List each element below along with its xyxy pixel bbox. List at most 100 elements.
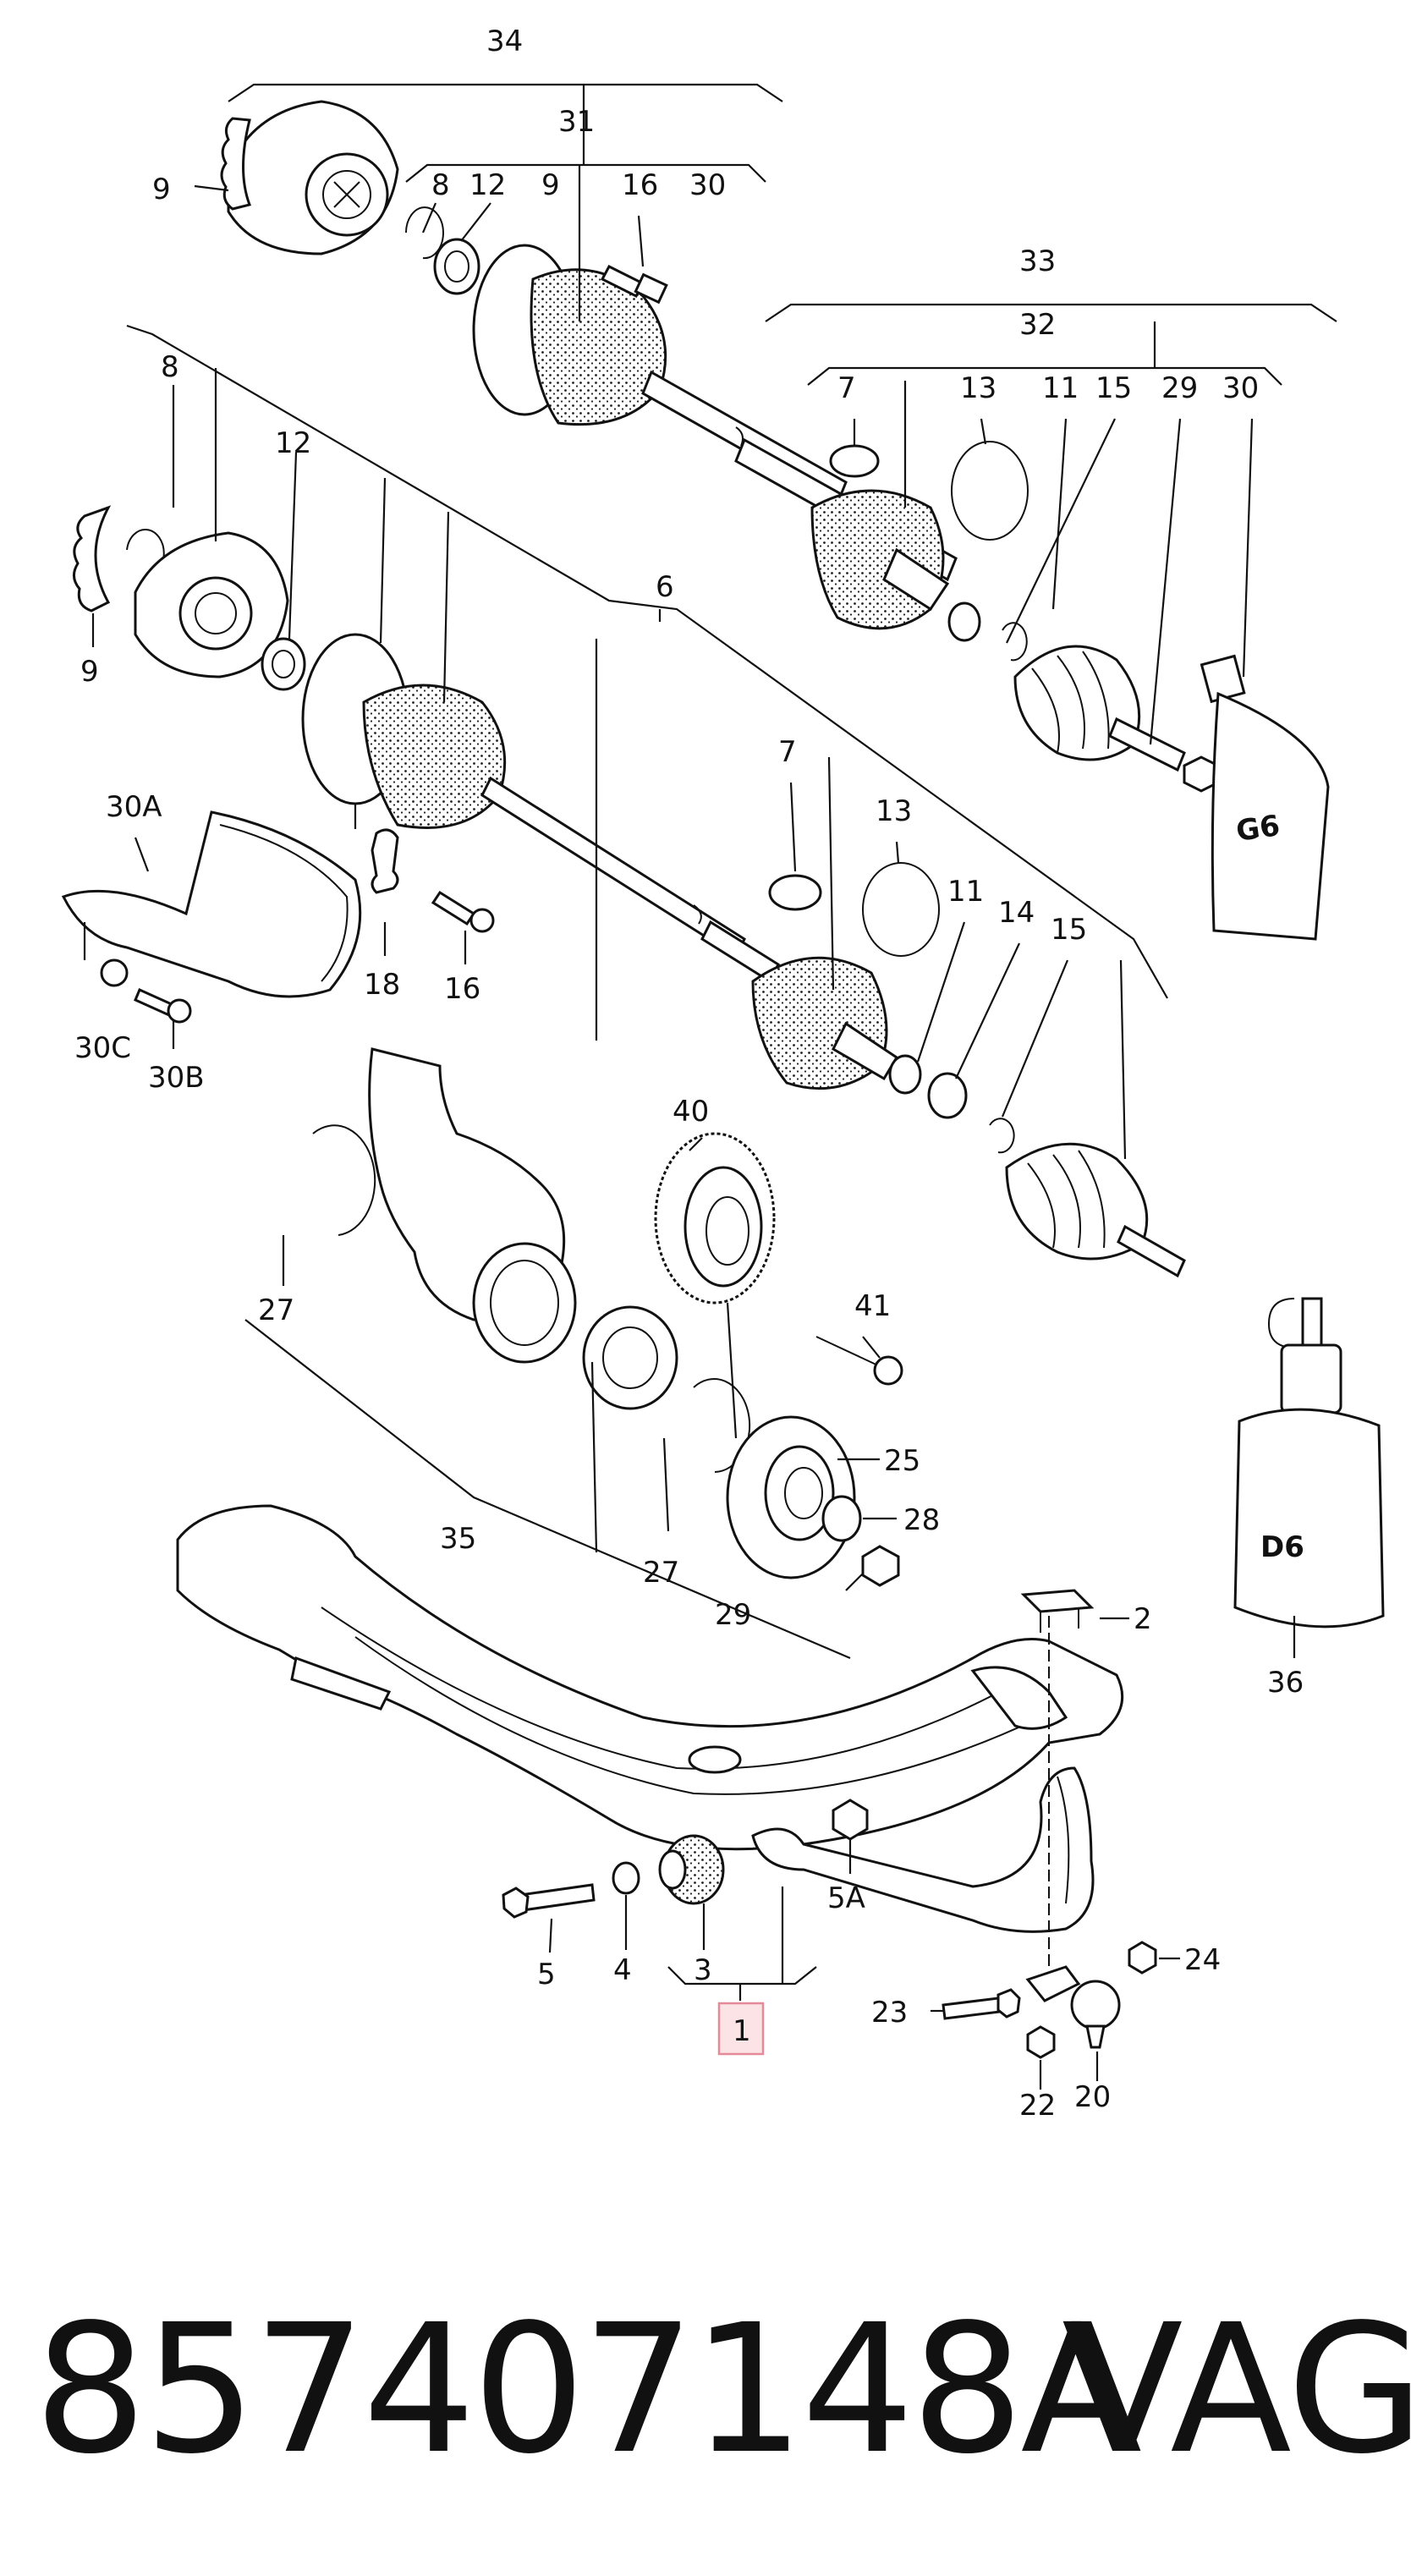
bolt-5 <box>502 1883 596 1919</box>
label-24: 24 <box>1184 1943 1221 1977</box>
label-9-mid: 9 <box>541 168 560 202</box>
circlip-8-upper <box>405 206 444 260</box>
label-29-lower: 29 <box>715 1598 751 1632</box>
label-29-upper: 29 <box>1161 371 1198 405</box>
heat-shield-30A <box>61 810 362 998</box>
label-32: 32 <box>1019 308 1056 342</box>
label-7-upper: 7 <box>837 371 856 405</box>
label-23: 23 <box>871 1996 908 2029</box>
oil-bottle-label: D6 <box>1260 1530 1304 1564</box>
nut-22 <box>1026 2025 1056 2059</box>
label-25: 25 <box>884 1444 920 1478</box>
label-41: 41 <box>854 1289 891 1323</box>
boot-lower-inner <box>362 684 507 829</box>
label-40: 40 <box>673 1095 709 1129</box>
grease-tube: G6 <box>1200 654 1330 941</box>
part-number: 857407148A <box>34 2286 1142 2493</box>
bearing <box>582 1305 678 1410</box>
circlip-27-left <box>312 1124 376 1236</box>
bracket-18 <box>371 828 399 894</box>
gasket-9-lower <box>73 505 112 612</box>
label-12-lower: 12 <box>275 426 311 460</box>
label-22: 22 <box>1019 2089 1056 2123</box>
label-8-upper: 8 <box>431 168 450 202</box>
label-30C: 30C <box>74 1031 131 1065</box>
callout-labels: 34 9 31 8 12 9 16 30 33 32 7 13 11 15 29… <box>74 25 1304 2123</box>
label-30-upper: 30 <box>689 168 726 202</box>
bolt-23 <box>942 1988 1021 2020</box>
footer: 857407148A VAG <box>0 2200 1411 2555</box>
abs-ring-40 <box>654 1132 776 1304</box>
label-14: 14 <box>998 896 1035 930</box>
wheel-hub-25 <box>726 1415 856 1579</box>
ball-joint-20 <box>1025 1965 1121 2049</box>
label-12-upper: 12 <box>469 168 506 202</box>
label-16-lower: 16 <box>444 972 480 1006</box>
label-5: 5 <box>537 1958 556 1991</box>
lower-drive-shaft <box>61 505 1186 1278</box>
wheel-bearing-housing <box>312 1047 903 1587</box>
nut-5A <box>832 1799 869 1841</box>
label-34: 34 <box>486 25 523 58</box>
bolt-30B <box>134 987 192 1024</box>
upper-drive-shaft: G6 <box>220 100 1330 941</box>
label-31: 31 <box>558 105 595 139</box>
bolt-16-upper <box>600 265 668 305</box>
label-15-lower: 15 <box>1051 913 1087 947</box>
highlight-box-part-1 <box>717 2002 765 2056</box>
label-30-right: 30 <box>1222 371 1259 405</box>
ring-14 <box>927 1072 968 1119</box>
oil-bottle: D6 <box>1233 1297 1385 1629</box>
label-27-right: 27 <box>643 1556 679 1590</box>
washer-4 <box>612 1861 640 1895</box>
label-30A: 30A <box>106 790 162 824</box>
circlip-15-upper <box>1002 622 1028 662</box>
clamp-7-upper <box>829 444 880 478</box>
circlip-11-upper <box>947 601 981 642</box>
screw-41 <box>815 1336 903 1386</box>
label-15-upper: 15 <box>1095 371 1132 405</box>
label-1: 1 <box>733 2014 751 2048</box>
label-4: 4 <box>613 1953 632 1987</box>
clamp-13-lower <box>862 862 940 957</box>
label-13-upper: 13 <box>960 371 996 405</box>
label-20: 20 <box>1074 2080 1111 2114</box>
label-18: 18 <box>364 968 400 1002</box>
label-11-upper: 11 <box>1042 371 1079 405</box>
bracket-2 <box>1020 1589 1095 1971</box>
clamp-7-lower <box>768 874 822 911</box>
label-27-left: 27 <box>258 1293 294 1327</box>
label-35: 35 <box>440 1522 476 1556</box>
label-8-lower: 8 <box>161 350 179 384</box>
label-36: 36 <box>1267 1666 1304 1700</box>
parts-diagram: G6 <box>61 25 1385 2123</box>
circlip-11-lower <box>888 1054 922 1095</box>
label-7-lower: 7 <box>778 735 797 769</box>
grease-tube-label: G6 <box>1234 809 1282 849</box>
boot-upper-outer <box>810 489 945 630</box>
washer-30C <box>100 958 129 987</box>
cv-joint-lower <box>134 531 289 678</box>
clamp-13-upper <box>951 441 1029 541</box>
washer-28 <box>821 1495 862 1542</box>
brand-name: VAG <box>1062 2286 1411 2493</box>
gasket-9-upper <box>220 117 251 211</box>
label-30B: 30B <box>148 1061 205 1095</box>
subframe-35 <box>176 1504 1124 1851</box>
label-16-upper: 16 <box>622 168 658 202</box>
label-6: 6 <box>656 570 674 604</box>
washer-12-lower <box>261 637 306 691</box>
label-5A: 5A <box>827 1881 865 1915</box>
circlip-15-lower <box>989 1118 1015 1154</box>
label-2: 2 <box>1134 1602 1152 1636</box>
cv-joint-34 <box>227 100 399 255</box>
label-3: 3 <box>694 1953 712 1987</box>
leader-lines <box>83 83 1337 2090</box>
label-28: 28 <box>903 1503 940 1537</box>
label-13-lower: 13 <box>876 794 912 828</box>
label-9-upper: 9 <box>152 173 171 206</box>
washer-12-upper <box>433 238 480 295</box>
label-9-lower: 9 <box>80 655 99 689</box>
label-33: 33 <box>1019 244 1056 278</box>
nut-29-lower <box>861 1545 900 1587</box>
